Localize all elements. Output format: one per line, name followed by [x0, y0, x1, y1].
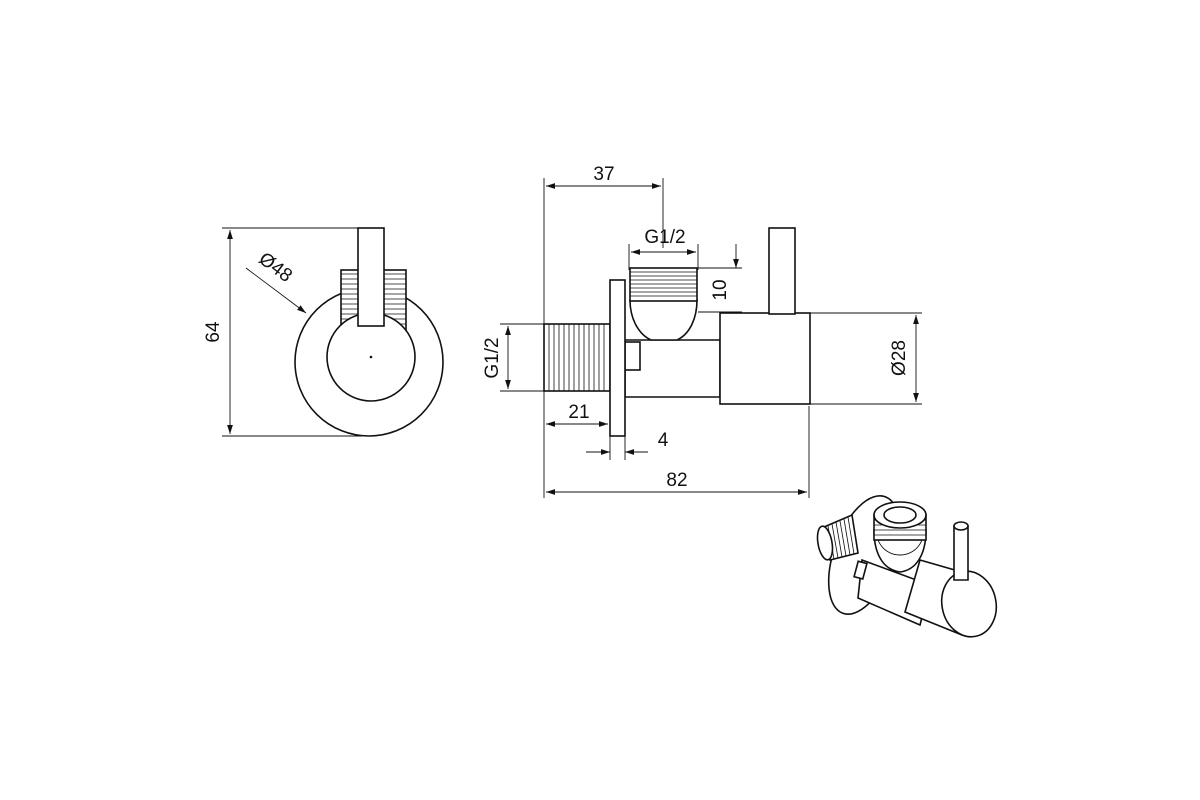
side-view: 37 G1/2 10 G1/2 Ø28 21 4 82 — [482, 164, 922, 498]
iso-small-nut — [853, 560, 868, 581]
front-diameter-leader — [245, 267, 307, 314]
iso-outlet-neck-contour — [877, 539, 923, 556]
isometric-view — [816, 495, 998, 638]
body-diameter-label: Ø28 — [889, 340, 910, 376]
front-center-point — [369, 355, 373, 359]
iso-handle-top — [953, 521, 969, 531]
flange-thickness-label: 4 — [658, 430, 669, 451]
iso-outlet-bore — [883, 506, 917, 524]
front-height-label: 64 — [203, 321, 224, 343]
outlet-thread — [629, 267, 698, 302]
top-length-label: 37 — [593, 164, 614, 185]
outlet-thread-lines — [630, 271, 697, 297]
outlet-neck — [629, 299, 698, 341]
inlet-thread-lines — [548, 324, 605, 391]
body-nut — [624, 341, 641, 371]
front-handle — [357, 227, 385, 327]
outlet-height-label: 10 — [710, 279, 731, 300]
outlet-thread-label: G1/2 — [644, 227, 685, 248]
front-diameter-label: Ø48 — [255, 248, 296, 286]
wall-flange — [609, 279, 626, 437]
iso-inlet-end — [816, 525, 834, 561]
iso-handle — [953, 525, 969, 581]
inlet-thread-label: G1/2 — [482, 337, 503, 378]
inlet-length-label: 21 — [568, 402, 589, 423]
overall-length-label: 82 — [666, 470, 687, 491]
front-view: 64 Ø48 — [203, 227, 444, 437]
side-handle — [768, 227, 796, 315]
valve-cylinder — [719, 312, 811, 405]
